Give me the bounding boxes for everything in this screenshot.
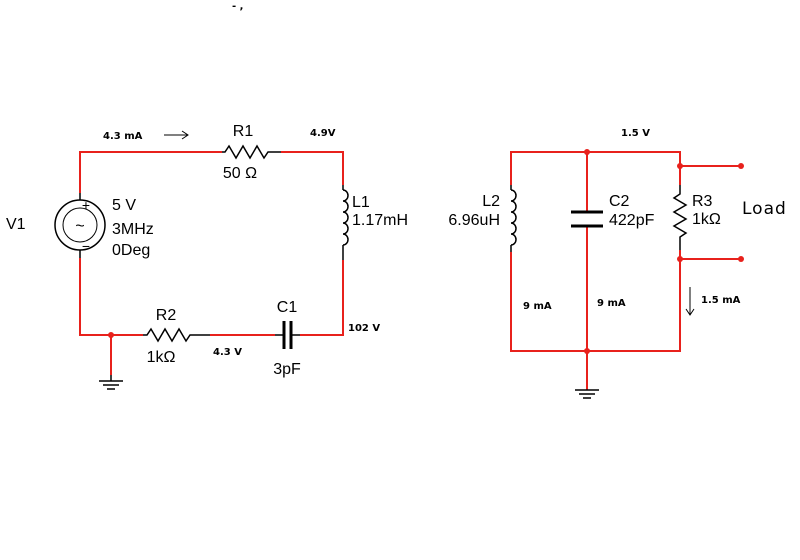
l2-value: 6.96uH xyxy=(448,212,500,229)
v1-plus-sign: + xyxy=(82,197,90,213)
c1-capacitor[interactable] xyxy=(275,321,300,349)
c1-value: 3pF xyxy=(273,361,301,378)
l1-value: 1.17mH xyxy=(352,212,408,229)
circuit-2-wires xyxy=(510,151,741,390)
junction-dot-r3-bottom xyxy=(677,256,683,262)
wire-c2-bottom xyxy=(510,250,681,352)
ground-1-symbol xyxy=(99,375,123,390)
current-direction-arrow-right xyxy=(164,130,189,140)
current-direction-arrow-down xyxy=(685,287,695,316)
r1-resistor[interactable] xyxy=(222,144,281,160)
l1-inductor[interactable] xyxy=(342,185,349,260)
v1-minus-sign: − xyxy=(82,238,90,254)
v1-phase: 0Deg xyxy=(112,242,150,259)
junction-dot-r3-top xyxy=(677,163,683,169)
r3-resistor[interactable] xyxy=(672,185,688,250)
circuit-1: + ~ − V1 5 V 3MHz 0Deg R1 50 Ω L1 1.17mH… xyxy=(6,123,408,390)
top-mark: - , xyxy=(232,1,243,12)
probe-voltage-bottom-right: 102 V xyxy=(348,323,380,334)
junction-dot-ground-1 xyxy=(108,332,114,338)
r2-ref: R2 xyxy=(156,307,177,324)
junction-dot-top xyxy=(584,149,590,155)
probe-current-right: 1.5 mA xyxy=(701,295,741,306)
r3-ref: R3 xyxy=(692,193,713,210)
v1-voltage: 5 V xyxy=(112,197,136,214)
probe-current-top: 4.3 mA xyxy=(103,131,143,142)
r3-value: 1kΩ xyxy=(692,211,721,228)
c2-capacitor[interactable] xyxy=(571,210,603,228)
r1-ref: R1 xyxy=(233,123,254,140)
wire-top-right xyxy=(281,151,344,185)
circuit-2: L2 6.96uH C2 422pF R3 1kΩ Load 1.5 V 9 m… xyxy=(448,128,787,399)
probe-current-left: 9 mA xyxy=(523,301,552,312)
junction-dot-bottom xyxy=(584,348,590,354)
r1-value: 50 Ω xyxy=(223,165,257,182)
load-terminal-top[interactable] xyxy=(738,163,744,169)
probe-voltage-top-right: 4.9V xyxy=(310,128,336,139)
wire-top-left xyxy=(79,151,222,193)
ground-2-symbol xyxy=(575,389,599,399)
l2-ref: L2 xyxy=(482,193,500,210)
probe-current-mid: 9 mA xyxy=(597,298,626,309)
wire-bottom-left xyxy=(79,258,143,336)
r2-value: 1kΩ xyxy=(147,349,176,366)
load-label: Load xyxy=(742,199,787,219)
v1-ref: V1 xyxy=(6,216,26,233)
probe-voltage-top: 1.5 V xyxy=(621,128,650,139)
v1-ac-source[interactable] xyxy=(54,193,106,258)
v1-frequency: 3MHz xyxy=(112,221,154,238)
load-terminal-bottom[interactable] xyxy=(738,256,744,262)
r2-resistor[interactable] xyxy=(143,327,210,343)
v1-sine-symbol: ~ xyxy=(75,218,84,235)
c2-value: 422pF xyxy=(609,212,655,229)
c1-ref: C1 xyxy=(277,299,298,316)
l2-inductor[interactable] xyxy=(510,185,517,252)
c2-ref: C2 xyxy=(609,193,630,210)
l1-ref: L1 xyxy=(352,194,370,211)
circuit-1-wires xyxy=(79,151,344,375)
probe-voltage-bottom-mid: 4.3 V xyxy=(213,347,242,358)
wire-c2-top xyxy=(510,151,681,185)
wire-right xyxy=(300,260,344,336)
